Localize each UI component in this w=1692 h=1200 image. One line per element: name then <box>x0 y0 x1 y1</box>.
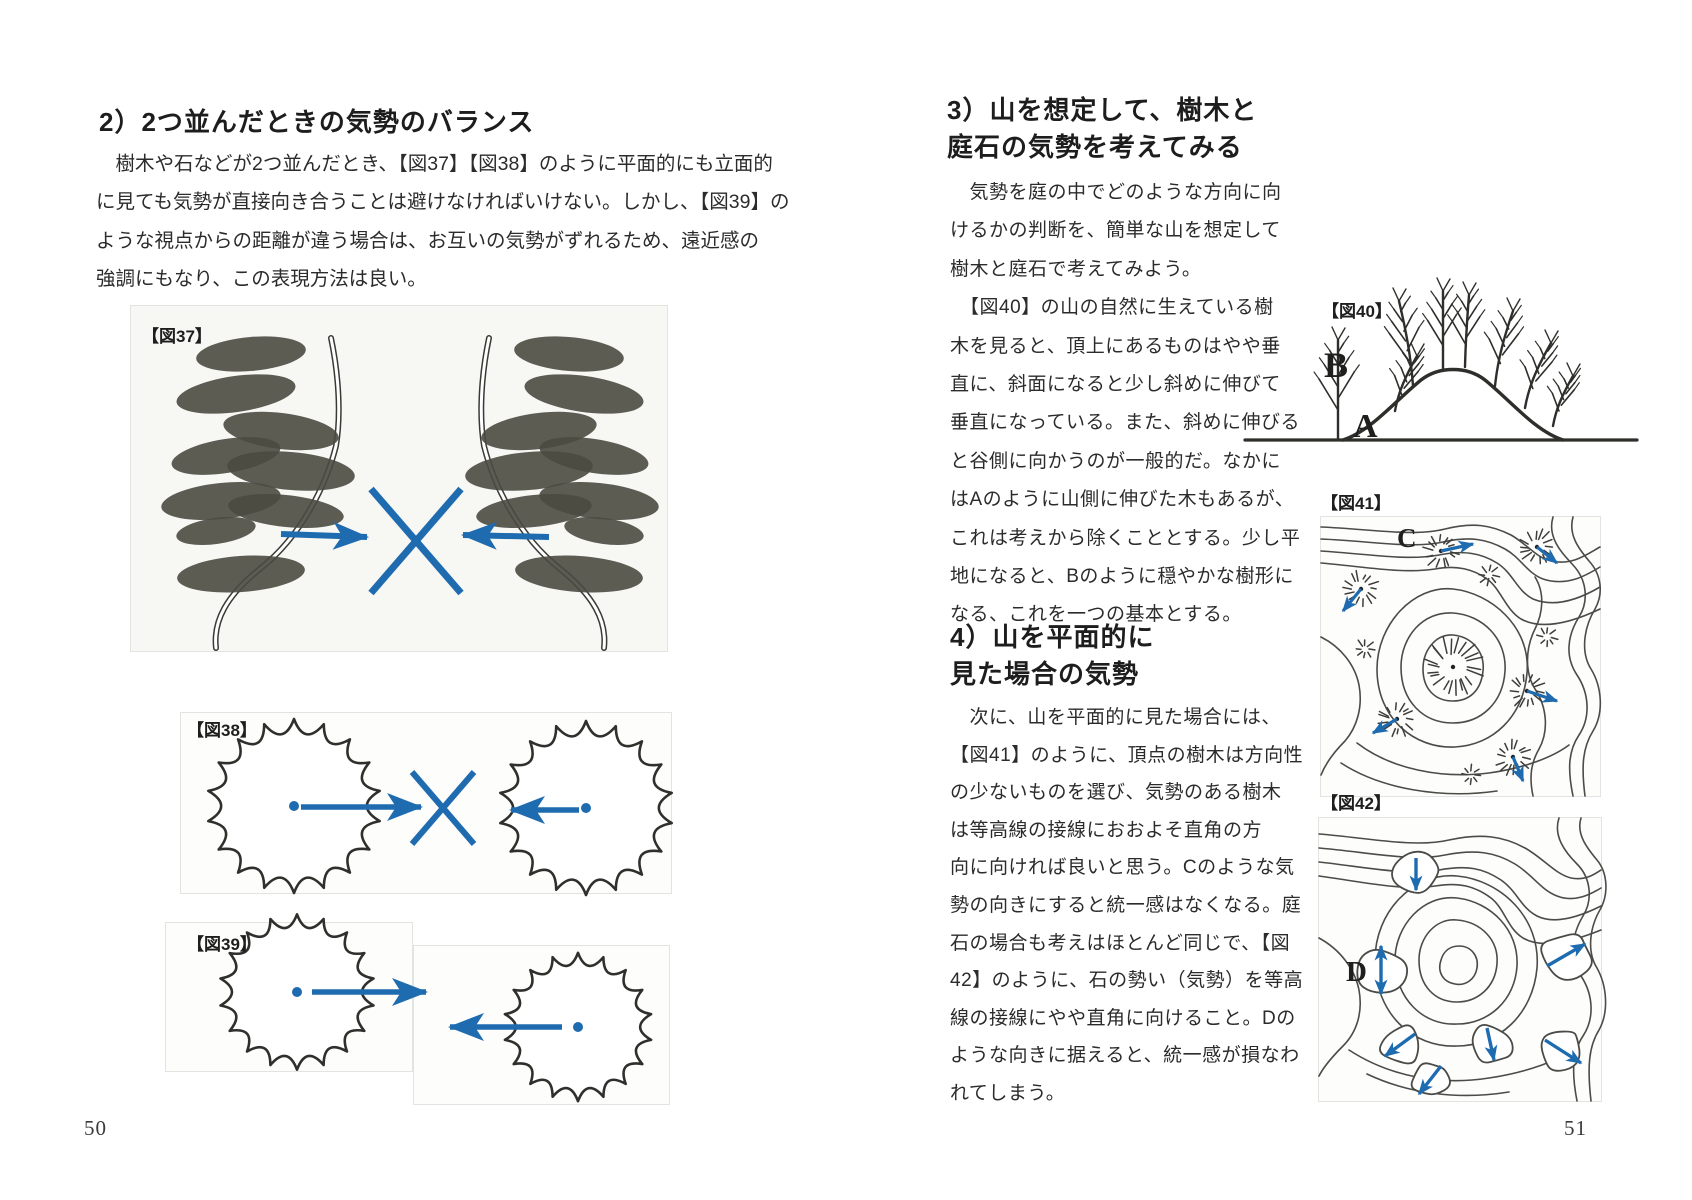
figure-37-drawing <box>131 306 669 653</box>
figure-38-label: 【図38】 <box>187 721 257 740</box>
text-line: れてしまう。 <box>950 1082 1066 1104</box>
figure-41-label: 【図41】 <box>1321 494 1391 513</box>
text-line: と谷側に向かうのが一般的だ。なかに <box>950 450 1281 472</box>
text-line: 庭石の気勢を考えてみる <box>947 132 1243 162</box>
text-line: 地になると、Bのように穏やかな樹形に <box>950 566 1294 588</box>
text-line: けるかの判断を、簡単な山を想定して <box>950 220 1281 242</box>
text-line: ような視点からの距離が違う場合は、お互いの気勢がずれるため、遠近感の <box>96 229 760 252</box>
figure-42-label: 【図42】 <box>1321 794 1391 813</box>
text-line: 垂直になっている。また、斜めに伸びる <box>950 412 1301 434</box>
text-line: 【図41】のように、頂点の樹木は方向性 <box>950 744 1304 766</box>
text-line: 直に、斜面になると少し斜めに伸びて <box>950 374 1281 396</box>
figure-42-letter-d: D <box>1346 956 1367 988</box>
figure-41-panel: C <box>1320 516 1602 797</box>
text-line: 次に、山を平面的に見た場合には、 <box>950 707 1281 728</box>
figure-41-letter-c: C <box>1397 523 1417 553</box>
figure-42-panel: D <box>1318 817 1607 1102</box>
text-line: 4）山を平面的に <box>950 622 1155 652</box>
figure-41-drawing <box>1320 516 1602 797</box>
figure-39-drawing <box>219 913 653 1103</box>
text-line: 樹木と庭石で考えてみよう。 <box>950 258 1202 280</box>
text-line: はAのように山側に伸びた木もあるが、 <box>950 489 1295 511</box>
text-line: 向に向ければ良いと思う。Cのような気 <box>950 857 1295 879</box>
text-line: は等高線の接線におおよそ直角の方 <box>950 819 1263 841</box>
text-line: なる、これを一つの基本とする。 <box>950 604 1242 626</box>
figure-38-panel <box>180 712 673 897</box>
text-line: に見ても気勢が直接向き合うことは避けなければいけない。しかし、【図39】の <box>96 191 790 214</box>
left-paragraph: 樹木や石などが2つ並んだとき、【図37】【図38】のように平面的にも立面的に見て… <box>96 145 789 299</box>
figure-39-label: 【図39】 <box>187 935 257 954</box>
left-page-number: 50 <box>84 1116 107 1140</box>
section-3-text: 気勢を庭の中でどのような方向に向けるかの判断を、簡単な山を想定して樹木と庭石で考… <box>950 174 1300 635</box>
text-line: の少ないものを選び、気勢のある樹木 <box>950 782 1282 804</box>
text-line: 樹木や石などが2つ並んだとき、【図37】【図38】のように平面的にも立面的 <box>96 153 773 175</box>
right-heading-4: 4）山を平面的に見た場合の気勢 <box>950 619 1154 693</box>
figure-40-letter-b: B <box>1324 345 1349 385</box>
text-line: 線の接線にやや直角に向けること。Dの <box>950 1007 1296 1029</box>
text-line: 3）山を想定して、樹木と <box>947 95 1258 125</box>
figure-40-letter-a: A <box>1353 408 1378 445</box>
text-line: 42】のように、石の勢い（気勢）を等高 <box>950 970 1304 992</box>
text-line: これは考えから除くこととする。少し平 <box>950 527 1301 549</box>
figure-40-label: 【図40】 <box>1322 302 1392 321</box>
text-line: 強調にもなり、この表現方法は良い。 <box>96 268 427 291</box>
text-line: 石の場合も考えはほとんど同じで、【図 <box>950 932 1291 954</box>
text-line: 見た場合の気勢 <box>950 659 1140 689</box>
right-heading-3: 3）山を想定して、樹木と庭石の気勢を考えてみる <box>947 92 1257 166</box>
text-line: 気勢を庭の中でどのような方向に向 <box>950 182 1282 203</box>
figure-37-label: 【図37】 <box>142 327 212 346</box>
section-4-text: 次に、山を平面的に見た場合には、【図41】のように、頂点の樹木は方向性の少ないも… <box>950 699 1303 1113</box>
figure-42-drawing <box>1318 817 1607 1102</box>
figure-38-drawing <box>207 717 673 897</box>
right-page-number: 51 <box>1564 1116 1587 1140</box>
text-line: 勢の向きにすると統一感はなくなる。庭 <box>950 894 1302 916</box>
figure-40-drawing <box>1243 277 1639 442</box>
left-page-heading: 2）2つ並んだときの気勢のバランス <box>99 107 535 137</box>
text-line: 【図40】の山の自然に生えている樹 <box>950 297 1274 319</box>
text-line: ような向きに据えると、統一感が損なわ <box>950 1045 1300 1067</box>
text-line: 木を見ると、頂上にあるものはやや垂 <box>950 335 1281 357</box>
figure-37-panel <box>130 305 668 652</box>
